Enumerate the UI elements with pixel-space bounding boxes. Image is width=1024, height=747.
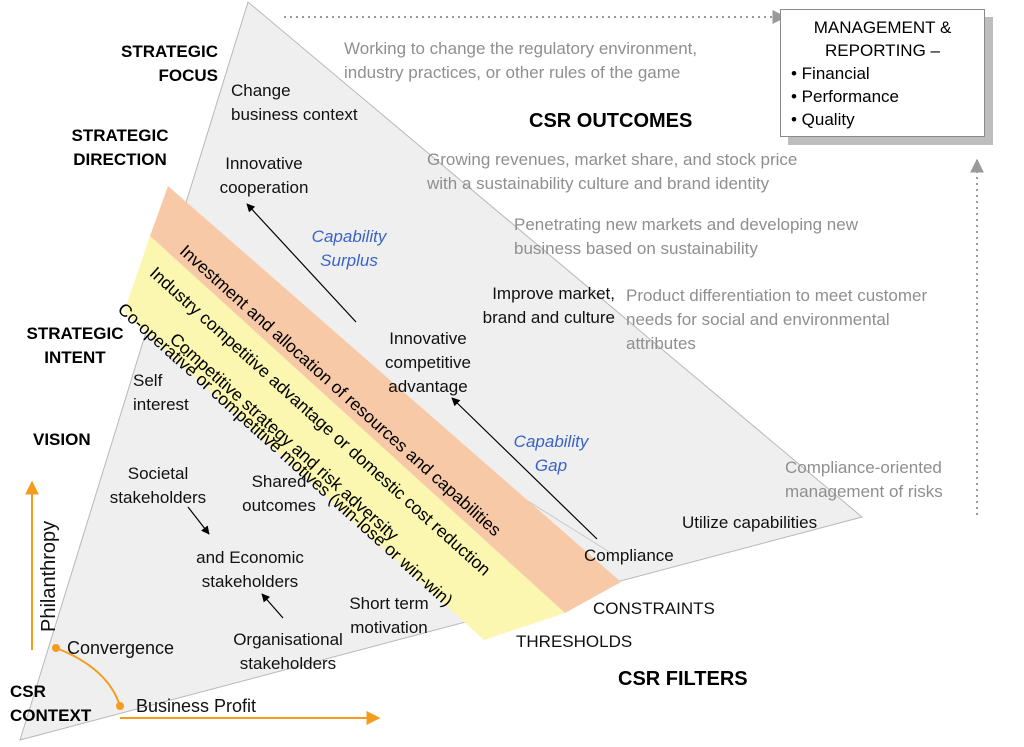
convergence-curve <box>55 647 121 707</box>
capability-gap-label: Capability Gap <box>513 432 589 475</box>
philanthropy-label: Philanthropy <box>38 520 60 632</box>
strategic-focus-label: STRATEGIC FOCUS <box>121 42 218 85</box>
convergence-dot <box>52 644 60 652</box>
management-item-quality: • Quality <box>791 110 855 129</box>
business-profit-label: Business Profit <box>136 696 257 716</box>
outcome-revenues: Growing revenues, market share, and stoc… <box>427 150 798 193</box>
arrow-organisational-to-economic <box>261 593 284 619</box>
profit-dot <box>116 702 124 710</box>
arrow-societal-to-economic <box>187 506 210 535</box>
shared-outcomes-label: Shared outcomes <box>242 472 316 515</box>
outcome-differentiation: Product differentiation to meet customer… <box>626 286 928 353</box>
management-reporting-box: MANAGEMENT & REPORTING – • Financial • P… <box>780 9 985 137</box>
management-title-1: MANAGEMENT & REPORTING – <box>813 18 952 60</box>
outcome-compliance: Compliance-oriented management of risks <box>785 458 943 501</box>
strategic-intent-label: STRATEGIC INTENT <box>26 324 124 367</box>
management-item-performance: • Performance <box>791 87 899 106</box>
outcome-markets: Penetrating new markets and developing n… <box>514 215 858 258</box>
stage-compliance: Compliance <box>584 546 674 565</box>
constraints-label: CONSTRAINTS <box>593 599 715 618</box>
arrow-to-innovative-cooperation <box>246 203 357 323</box>
strategic-direction-label: STRATEGIC DIRECTION <box>71 126 169 169</box>
csr-triangle <box>19 1 864 741</box>
economic-stakeholders-label: and Economic stakeholders <box>196 548 304 591</box>
stage-innovative-advantage: Innovative competitive advantage <box>385 329 471 396</box>
csr-filters-heading: CSR FILTERS <box>618 668 748 690</box>
organisational-stakeholders-label: Organisational stakeholders <box>233 630 343 673</box>
thresholds-band <box>124 236 565 640</box>
outcome-rules: Working to change the regulatory environ… <box>344 39 698 82</box>
convergence-label: Convergence <box>67 638 175 658</box>
short-term-motivation-label: Short term motivation <box>349 594 429 637</box>
vision-label: VISION <box>33 430 91 449</box>
csr-outcomes-heading: CSR OUTCOMES <box>529 110 693 132</box>
stage-innovative-cooperation: Innovative cooperation <box>219 154 309 197</box>
stage-change-context: Change business context <box>231 81 358 124</box>
thresholds-label: THRESHOLDS <box>516 632 633 651</box>
stage-improve-market: Improve market, brand and culture <box>482 284 615 327</box>
self-interest-label: Self interest <box>133 371 189 414</box>
csr-context-label: CSR CONTEXT <box>10 682 92 725</box>
arrow-to-innovative-advantage <box>451 397 598 540</box>
capability-surplus-label: Capability Surplus <box>311 227 387 270</box>
stage-utilize-capabilities: Utilize capabilities <box>682 513 818 532</box>
societal-stakeholders-label: Societal stakeholders <box>109 464 207 507</box>
management-item-financial: • Financial <box>791 64 870 83</box>
constraints-band <box>150 186 621 613</box>
